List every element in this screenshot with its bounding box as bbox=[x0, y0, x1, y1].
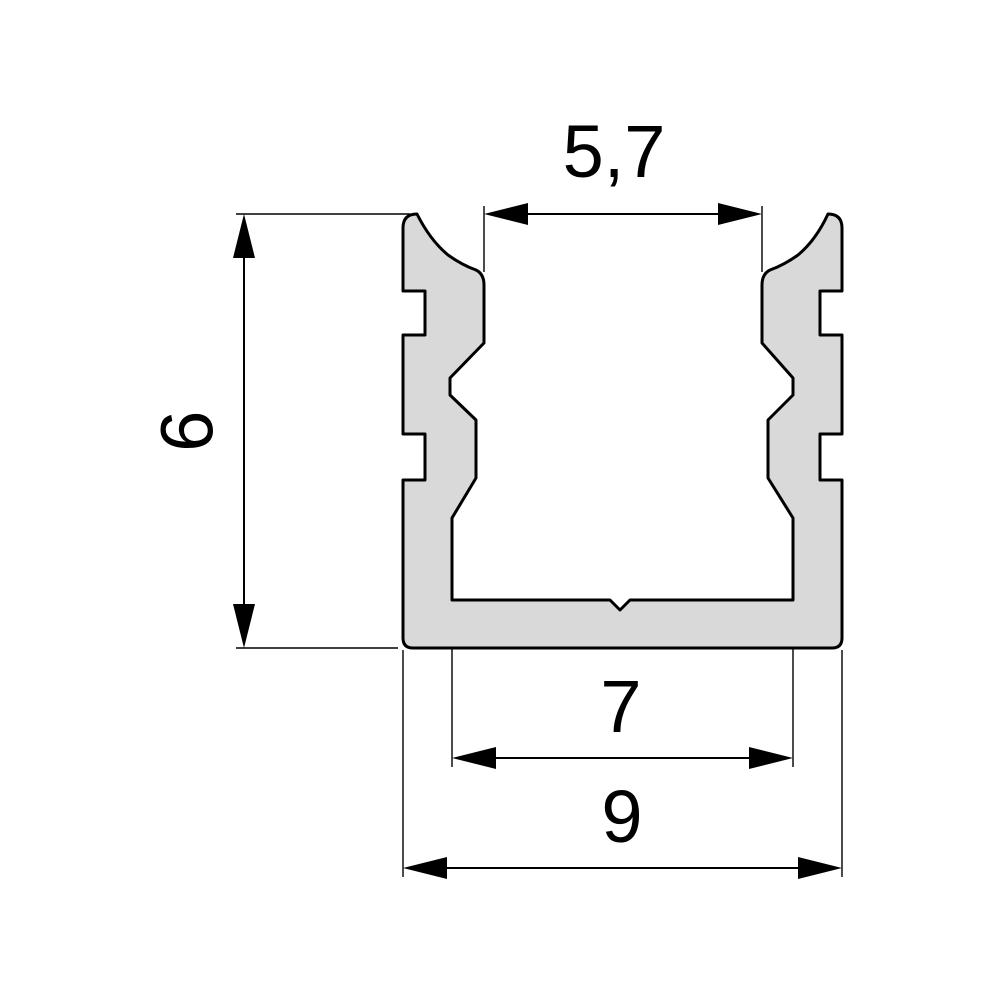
top-dim-arrow-right bbox=[718, 203, 762, 225]
height-label: 9 bbox=[145, 410, 228, 451]
inner-dim-arrow-left bbox=[452, 747, 496, 769]
top-dim-arrow-left bbox=[484, 203, 528, 225]
inner-dim-arrow-right bbox=[749, 747, 793, 769]
inner-width-label: 7 bbox=[600, 665, 641, 748]
height-dim-arrow-bottom bbox=[233, 604, 255, 648]
u-profile-cross-section bbox=[401, 212, 844, 650]
top-inner-width-label: 5,7 bbox=[563, 110, 666, 193]
outer-dim-arrow-right bbox=[798, 857, 842, 879]
height-dim-arrow-top bbox=[233, 214, 255, 258]
outer-dim-arrow-left bbox=[403, 857, 447, 879]
outer-width-label: 9 bbox=[601, 775, 642, 858]
